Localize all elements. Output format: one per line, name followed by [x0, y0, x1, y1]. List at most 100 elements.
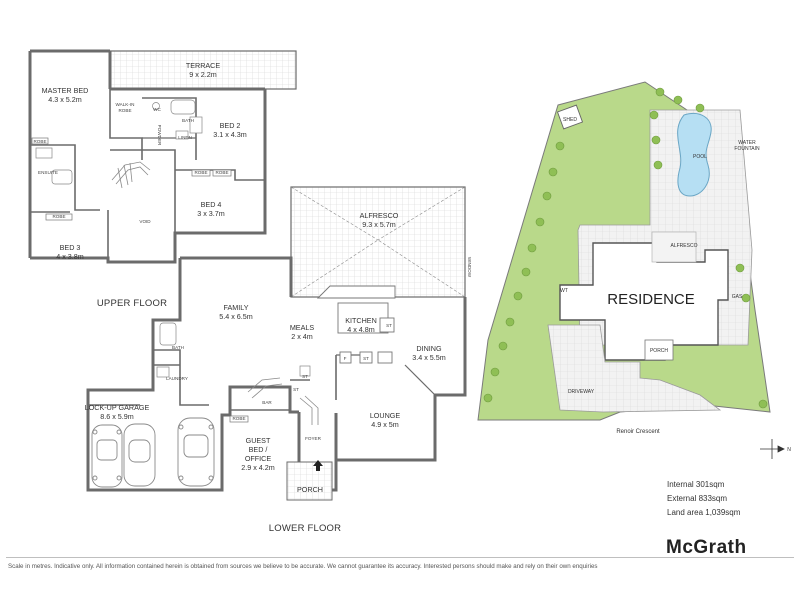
upper-bath-label: BATH: [182, 118, 194, 123]
master-bed-dim: 4.3 x 5.2m: [48, 95, 82, 104]
guest-dim: 2.9 x 4.2m: [241, 463, 275, 472]
internal-area: Internal 301sqm: [667, 480, 725, 489]
disclaimer-text: Scale in metres. Indicative only. All in…: [8, 563, 598, 570]
water-fountain-label-2: FOUNTAIN: [734, 146, 760, 152]
site-porch: [644, 339, 674, 361]
kitchen-island: [316, 285, 396, 364]
family-dim: 5.4 x 6.5m: [219, 312, 253, 321]
site-porch-label: PORCH: [650, 348, 668, 354]
window-note: WINDOW: [467, 257, 472, 278]
bed2-label: BED 2: [220, 121, 241, 130]
external-area: External 833sqm: [667, 494, 728, 503]
entry-arrow: [313, 460, 323, 466]
linen-label: LINEN: [178, 135, 192, 140]
shed-label: SHED: [563, 117, 577, 123]
car-1: [91, 424, 123, 488]
powder-label: POWDER: [157, 125, 162, 146]
terrace-label: TERRACE: [186, 61, 221, 70]
guest-label-2: BED /: [249, 445, 268, 454]
st-label-1: ST: [293, 387, 299, 392]
wt-label: WT: [560, 288, 568, 294]
bed3-dim: 4 x 3.8m: [56, 252, 84, 261]
guest-label-3: OFFICE: [245, 454, 272, 463]
alfresco-area: [290, 186, 466, 298]
site-plan: [477, 81, 771, 421]
site-alfresco-area: [651, 231, 697, 263]
ensuite-label: ENSUITE: [38, 170, 58, 175]
boundary-trees: [483, 87, 768, 409]
driveway-label: DRIVEWAY: [568, 389, 595, 395]
robe-label-3: ROBE: [215, 170, 228, 175]
bed3-label: BED 3: [60, 243, 81, 252]
pool-shape: [677, 113, 712, 197]
f-label: F: [344, 356, 347, 361]
lower-floor-label: LOWER FLOOR: [269, 523, 341, 534]
lower-floor-plan: [86, 256, 467, 492]
st-label-3: ST: [363, 356, 369, 361]
upper-floor-label: UPPER FLOOR: [97, 298, 167, 309]
driveway-area: [547, 324, 722, 413]
meals-label: MEALS: [290, 323, 315, 332]
alfresco-dim: 9.3 x 5.7m: [362, 220, 396, 229]
robe-label-2: ROBE: [194, 170, 207, 175]
terrace-dim: 9 x 2.2m: [189, 70, 217, 79]
dining-label: DINING: [416, 344, 442, 353]
bar-label: BAR: [262, 400, 272, 405]
street-label: Renoir Crescent: [616, 429, 660, 435]
family-label: FAMILY: [223, 303, 248, 312]
water-fountain-label-1: WATER: [738, 140, 756, 146]
garage-cars: [91, 417, 215, 488]
car-2: [123, 423, 156, 487]
lower-fixtures: [156, 322, 311, 423]
robe-label-1: ROBE: [33, 139, 46, 144]
porch-label: PORCH: [297, 485, 323, 494]
robe-label-4: ROBE: [52, 214, 65, 219]
upper-floor-plan: [28, 49, 297, 264]
void-label: VOID: [139, 219, 151, 224]
walk-in-label: WALK-IN: [116, 102, 135, 107]
shed-shape: [556, 104, 584, 130]
gas-label: GAS: [732, 294, 743, 300]
porch-area: [286, 461, 333, 501]
north-arrow-icon: [760, 439, 785, 459]
kitchen-dim: 4 x 4.8m: [347, 325, 375, 334]
terrace-area: [109, 50, 297, 90]
alfresco-label: ALFRESCO: [360, 211, 399, 220]
dining-dim: 3.4 x 5.5m: [412, 353, 446, 362]
kitchen-label: KITCHEN: [345, 316, 377, 325]
meals-dim: 2 x 4m: [291, 332, 313, 341]
lounge-label: LOUNGE: [370, 411, 401, 420]
alfresco-cross-lines: [290, 186, 466, 298]
pool-label: POOL: [693, 154, 707, 160]
brand-logo: McGrath: [666, 537, 747, 558]
laundry-label: LAUNDRY: [166, 376, 188, 381]
car-3: [177, 417, 215, 487]
lower-robe-label: ROBE: [232, 416, 245, 421]
site-labels: SHED POOL WATER FOUNTAIN ALFRESCO GAS WT…: [560, 117, 760, 435]
garage-dim: 8.6 x 5.9m: [100, 412, 134, 421]
garage-label: LOCK-UP GARAGE: [85, 403, 150, 412]
upper-fixtures: [31, 99, 232, 221]
wc-label: WC: [153, 107, 161, 112]
master-bed-label: MASTER BED: [42, 86, 89, 95]
bed4-dim: 3 x 3.7m: [197, 209, 225, 218]
footer-divider: [6, 557, 794, 558]
guest-label-1: GUEST: [246, 436, 271, 445]
bed2-dim: 3.1 x 4.3m: [213, 130, 247, 139]
lower-stair: [247, 377, 319, 425]
upper-room-labels: TERRACE 9 x 2.2m MASTER BED 4.3 x 5.2m W…: [33, 61, 246, 309]
residence-label: RESIDENCE: [607, 291, 695, 308]
entry-arrow-stem: [316, 466, 320, 471]
upper-stair: [111, 161, 151, 189]
bed4-label: BED 4: [201, 200, 222, 209]
lower-bath-label: BATH: [172, 345, 184, 350]
lounge-dim: 4.9 x 5m: [371, 420, 399, 429]
st-label-4: ST: [386, 323, 392, 328]
walk-in-label-2: ROBE: [118, 108, 131, 113]
lower-room-labels: ALFRESCO 9.3 x 5.7m FAMILY 5.4 x 6.5m ME…: [85, 211, 446, 534]
north-label: N: [787, 447, 791, 453]
st-label-2: ST: [302, 374, 308, 379]
foyer-label: FOYER: [305, 436, 322, 441]
land-area: Land area 1,039sqm: [667, 508, 741, 517]
